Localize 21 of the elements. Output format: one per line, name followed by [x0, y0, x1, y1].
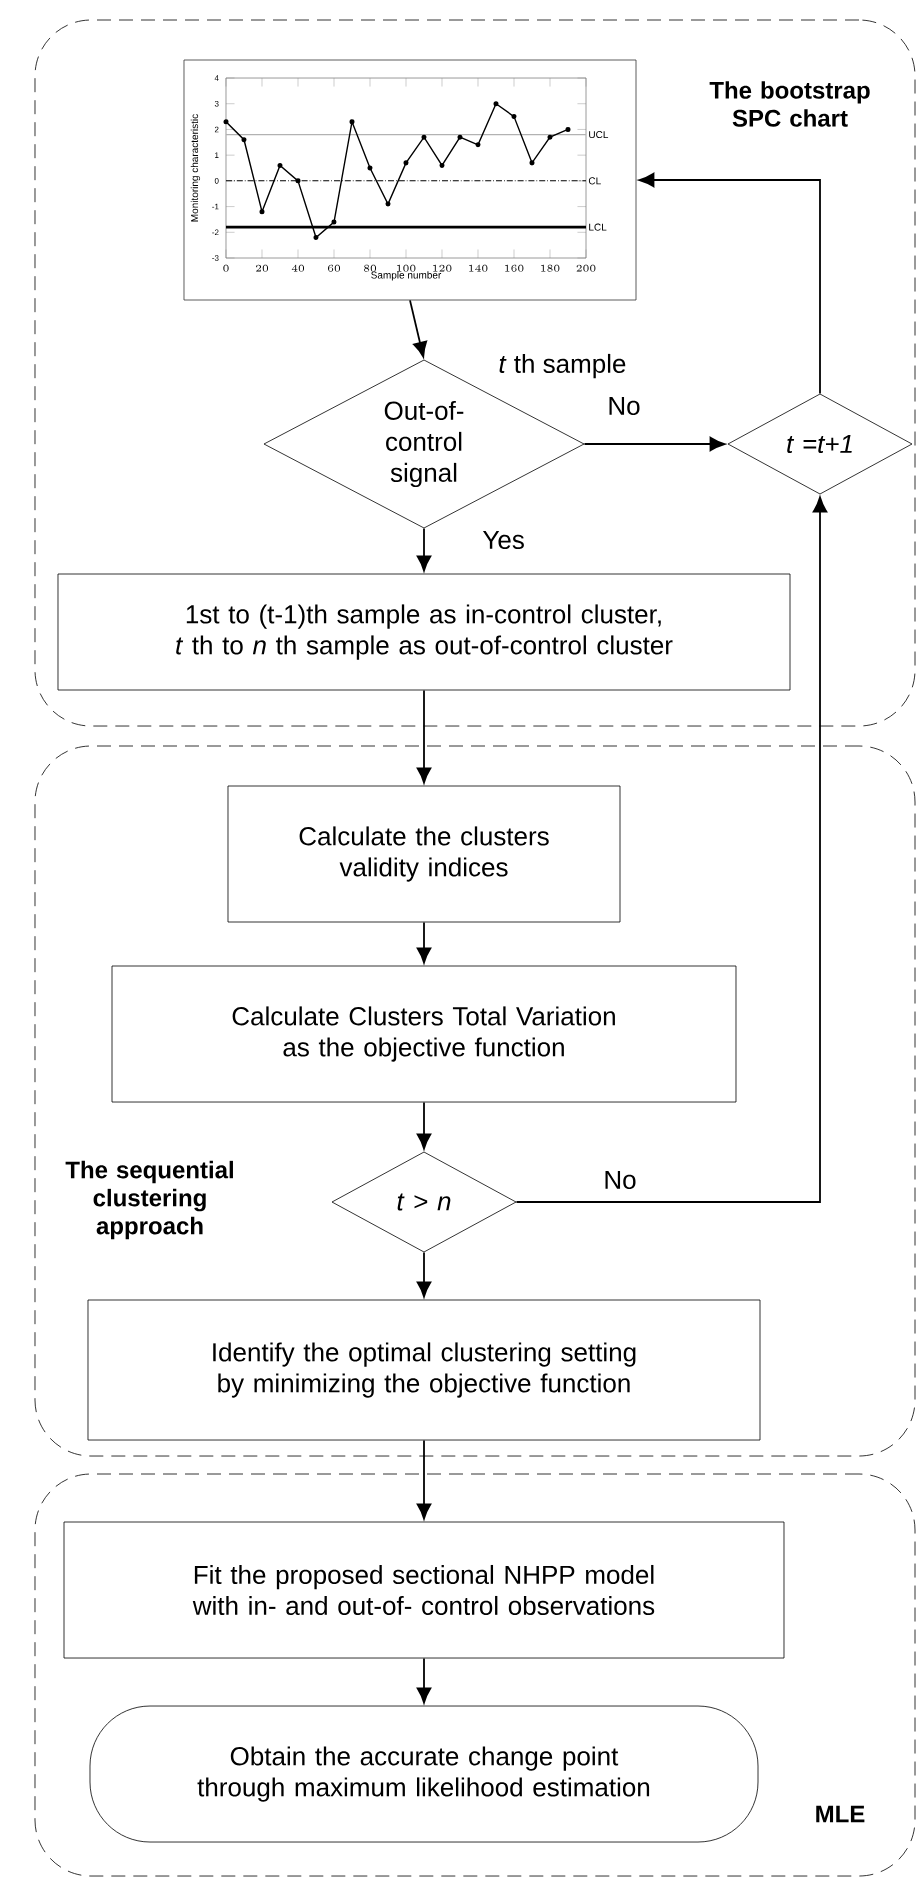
process-box: Fit the proposed sectional NHPP model with in- and out-of- control observations	[63, 1521, 785, 1659]
arrow	[416, 1439, 432, 1520]
chart-frame	[183, 59, 637, 301]
process-box: 1st to (t-1)th sample as in-control cluster, t th to n th sample as out-of-control cluster	[57, 573, 791, 691]
process-box: Identify the optimal clustering setting by minimizing the objective function	[87, 1299, 761, 1441]
arrow	[416, 1101, 432, 1150]
arrow	[416, 689, 432, 784]
arrow	[638, 172, 821, 395]
process-box: Calculate Clusters Total Variation as the objective function	[111, 965, 737, 1103]
process-box: Calculate the clusters validity indices	[227, 785, 621, 923]
arrow	[416, 527, 432, 572]
edge-label: No	[609, 396, 640, 416]
arrow	[416, 1657, 432, 1704]
arrow	[416, 1251, 432, 1298]
arrow	[515, 496, 828, 1203]
terminal-box: Obtain the accurate change point through maximum likelihood estimation	[89, 1705, 759, 1843]
arrow	[583, 436, 726, 452]
arrow	[416, 921, 432, 964]
edge-label: No	[605, 1170, 636, 1190]
edge-label: Yes	[482, 530, 524, 550]
arrow	[409, 299, 428, 358]
